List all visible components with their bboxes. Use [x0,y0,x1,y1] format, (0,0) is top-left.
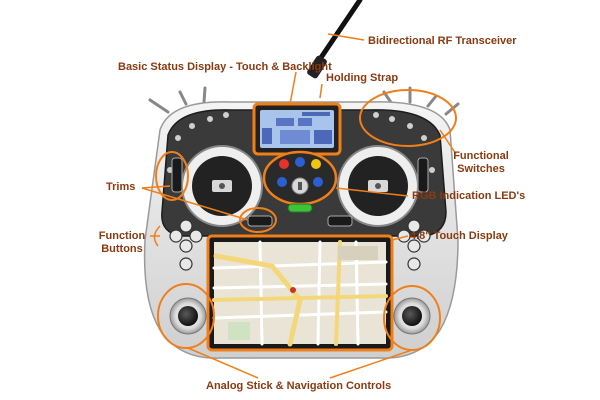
right-function-buttons[interactable] [397,219,431,271]
led-blue-left [277,177,287,187]
label-function-buttons: Function Buttons [92,230,152,256]
left-analog-stick[interactable] [169,297,207,335]
callout-ellipses [155,89,457,351]
label-status-display: Basic Status Display - Touch & Backlight [118,61,332,73]
left-function-buttons[interactable] [169,219,203,271]
map-marker [290,287,296,293]
label-function-buttons-line2: Buttons [101,243,143,255]
map-roads [212,240,388,347]
antenna [307,0,363,79]
label-holding-strap: Holding Strap [326,72,399,84]
led-blue-top [295,157,305,167]
led-red [279,159,289,169]
label-functional-switches-line2: Switches [457,163,505,175]
left-gimbal[interactable] [181,145,263,227]
label-function-buttons-line1: Function [98,230,146,242]
callout-lines [141,33,457,379]
label-trims: Trims [106,181,136,193]
right-analog-stick[interactable] [393,297,431,335]
label-rf-transceiver: Bidirectional RF Transceiver [368,35,517,47]
label-rgb-leds: RGB Indication LED's [412,190,526,202]
label-functional-switches: Functional Switches [446,150,516,176]
led-green [287,203,313,213]
touch-display[interactable] [206,234,394,352]
led-yellow [311,159,321,169]
led-blue-right [313,177,323,187]
faceplate-screws [167,112,435,173]
rgb-led-cluster [262,150,338,206]
right-gimbal[interactable] [337,145,419,227]
status-display[interactable] [252,102,342,156]
left-switches [148,86,207,114]
label-analog-stick: Analog Stick & Navigation Controls [206,380,392,392]
label-touch-display: 4.8" Touch Display [410,230,508,242]
trims[interactable] [171,157,429,227]
label-functional-switches-line1: Functional [453,150,509,162]
